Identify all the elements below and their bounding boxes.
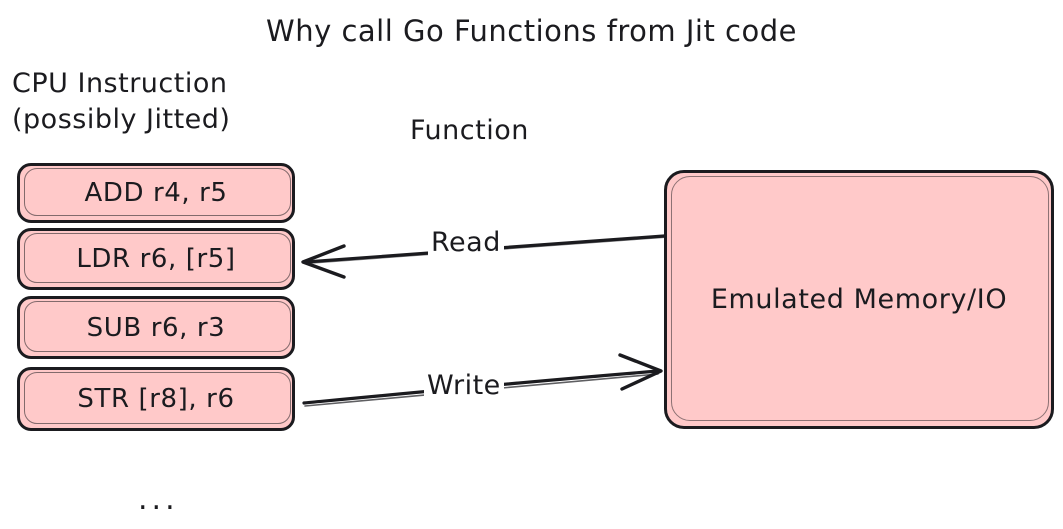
emulated-memory-io-label: Emulated Memory/IO xyxy=(710,284,1008,315)
cpu-caption-line2: (possibly Jitted) xyxy=(12,104,231,135)
instruction-label: SUB r6, r3 xyxy=(86,312,226,343)
instruction-box-sub[interactable]: SUB r6, r3 xyxy=(17,296,295,359)
instruction-box-ldr[interactable]: LDR r6, [r5] xyxy=(17,228,295,290)
instruction-stack: ADD r4, r5 LDR r6, [r5] SUB r6, r3 STR [… xyxy=(17,163,297,431)
instruction-label: ADD r4, r5 xyxy=(84,178,228,208)
instruction-label: LDR r6, [r5] xyxy=(76,244,236,274)
function-caption: Function xyxy=(410,115,529,146)
write-arrow-label: Write xyxy=(424,371,504,401)
read-arrow-label: Read xyxy=(428,228,504,258)
instruction-label: STR [r8], r6 xyxy=(77,384,235,414)
emulated-memory-io-box[interactable]: Emulated Memory/IO xyxy=(664,170,1054,429)
cpu-caption-line1: CPU Instruction xyxy=(12,68,228,99)
instruction-box-add[interactable]: ADD r4, r5 xyxy=(17,163,295,223)
instruction-ellipsis: ... xyxy=(138,482,179,517)
cpu-instruction-caption: CPU Instruction (possibly Jitted) xyxy=(12,66,230,138)
diagram-title: Why call Go Functions from Jit code xyxy=(266,14,797,48)
instruction-box-str[interactable]: STR [r8], r6 xyxy=(17,367,295,431)
